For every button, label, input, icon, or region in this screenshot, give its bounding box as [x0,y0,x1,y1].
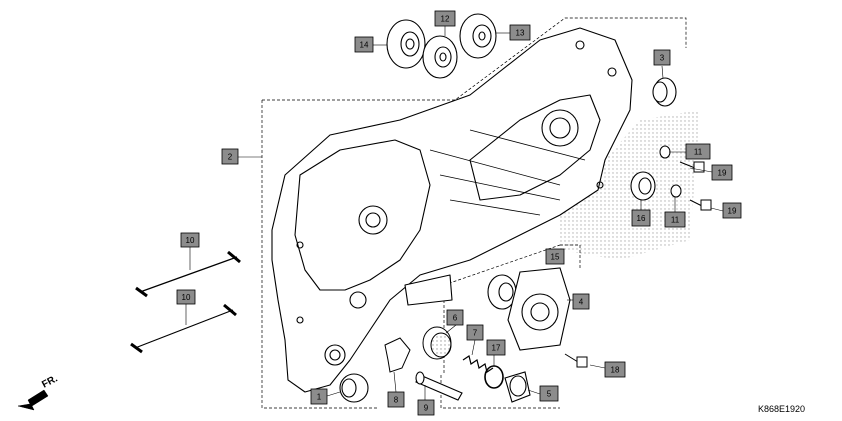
bearing-13 [459,13,497,59]
callout-10-upper: 10 [180,232,200,248]
callout-9: 9 [417,399,435,416]
svg-text:19: 19 [718,169,727,178]
front-direction-arrow-icon: FR. [17,373,60,411]
crankcase [271,27,633,393]
callout-14: 14 [354,36,374,53]
svg-text:5: 5 [547,390,552,399]
washer-11-lower [670,184,682,198]
callout-1: 1 [310,388,328,405]
callout-3: 3 [653,49,671,66]
svg-text:6: 6 [453,314,458,323]
callout-15: 15 [545,248,565,265]
washer-11-upper [659,145,671,159]
callout-12: 12 [434,10,456,27]
svg-text:10: 10 [186,236,195,245]
stud-bolt-10-lower [130,303,237,354]
svg-text:14: 14 [360,41,369,50]
bolt-19-lower [689,199,712,211]
callout-18: 18 [604,361,626,378]
callout-2: 2 [221,148,239,165]
callout-19-lower: 19 [722,202,742,219]
svg-text:1: 1 [317,393,322,402]
svg-text:11: 11 [694,148,703,157]
svg-text:2: 2 [228,153,233,162]
cover-4 [507,267,571,351]
svg-text:13: 13 [516,29,525,38]
plug-5 [504,371,531,403]
callout-4: 4 [572,293,590,310]
callout-5: 5 [539,385,559,402]
svg-text:7: 7 [473,329,478,338]
svg-text:15: 15 [551,253,560,262]
svg-text:17: 17 [492,344,501,353]
shaft-9 [415,371,463,401]
callout-6: 6 [446,309,464,326]
svg-text:11: 11 [671,216,680,225]
stud-bolt-10-upper [135,250,241,298]
callout-11-lower: 11 [664,211,686,228]
callout-19-upper: 19 [711,164,733,181]
oil-seal-16 [630,171,656,201]
bolt-19-upper [679,161,705,173]
drawing-code: K868E1920 [758,404,805,414]
bushing-3 [652,77,677,107]
svg-text:16: 16 [637,214,646,223]
front-direction-label: FR. [40,373,60,390]
svg-text:10: 10 [182,293,191,302]
o-ring-17 [484,365,504,389]
svg-text:19: 19 [728,207,737,216]
clip-8 [384,337,411,373]
callout-10-lower: 10 [176,289,196,305]
bearing-12 [422,35,458,79]
svg-text:9: 9 [424,404,429,413]
strainer-6 [422,326,452,360]
svg-text:3: 3 [660,54,665,63]
svg-text:12: 12 [441,15,450,24]
callout-16: 16 [631,209,651,227]
bolt-18 [564,353,588,368]
callout-17: 17 [486,339,506,356]
oil-seal-15 [487,274,517,310]
callout-7: 7 [466,324,484,341]
callout-8: 8 [387,391,405,408]
bearing-14 [386,19,426,69]
callout-13: 13 [509,24,531,41]
callout-11-upper: 11 [685,143,711,160]
svg-text:18: 18 [611,366,620,375]
svg-text:8: 8 [394,396,399,405]
bearing-1 [339,373,369,403]
svg-text:4: 4 [579,298,584,307]
spring-7 [462,355,494,373]
